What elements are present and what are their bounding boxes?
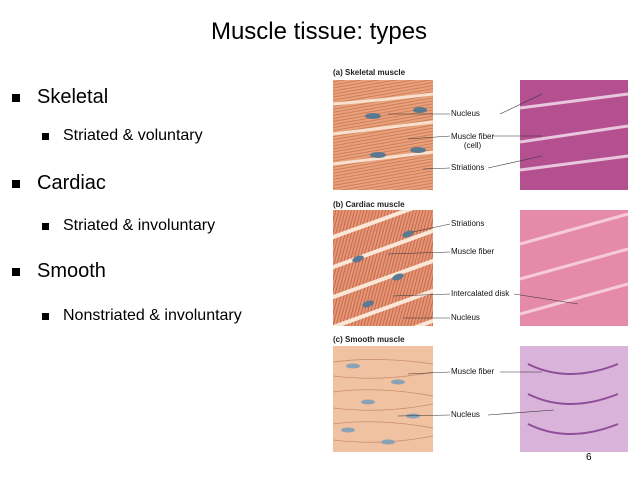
bullet-marker-icon bbox=[42, 222, 49, 230]
page-number: 6 bbox=[586, 452, 592, 463]
bullet-text: Striated & voluntary bbox=[63, 127, 203, 144]
bullet-skeletal: Skeletal bbox=[12, 86, 108, 109]
callout-muscle-fiber-c: Muscle fiber bbox=[451, 367, 495, 376]
muscle-types-figure: (a) Skeletal muscle (b) Cardiac muscle (… bbox=[328, 64, 630, 456]
bullet-text: Skeletal bbox=[37, 86, 109, 108]
slide-title: Muscle tissue: types bbox=[210, 18, 428, 45]
bullet-marker-icon bbox=[12, 179, 20, 188]
panel-label-skeletal: (a) Skeletal muscle bbox=[333, 68, 406, 77]
skeletal-drawing bbox=[333, 80, 433, 190]
callout-intercalated-disk: Intercalated disk bbox=[451, 289, 510, 298]
panel-label-smooth: (c) Smooth muscle bbox=[333, 335, 405, 344]
bullet-marker-icon bbox=[12, 93, 20, 102]
bullet-marker-icon bbox=[12, 267, 20, 276]
callout-nucleus-a: Nucleus bbox=[451, 109, 480, 118]
bullet-cardiac: Cardiac bbox=[12, 172, 106, 195]
bullet-text: Cardiac bbox=[37, 172, 106, 194]
callout-nucleus-c: Nucleus bbox=[451, 410, 480, 419]
bullet-marker-icon bbox=[42, 132, 49, 140]
smooth-drawing bbox=[333, 346, 433, 452]
smooth-micrograph bbox=[520, 346, 628, 452]
callout-nucleus-b: Nucleus bbox=[451, 313, 480, 322]
sub-bullet-smooth: Nonstriated & involuntary bbox=[42, 307, 242, 325]
bullet-text: Smooth bbox=[37, 260, 106, 282]
bullet-text: Nonstriated & involuntary bbox=[63, 307, 242, 324]
cardiac-drawing bbox=[333, 210, 433, 326]
callout-muscle-fiber-b: Muscle fiber bbox=[451, 247, 495, 256]
bullet-marker-icon bbox=[42, 312, 49, 320]
sub-bullet-skeletal: Striated & voluntary bbox=[42, 127, 203, 145]
sub-bullet-cardiac: Striated & involuntary bbox=[42, 217, 215, 235]
bullet-smooth: Smooth bbox=[12, 260, 106, 283]
muscle-illustration bbox=[333, 80, 629, 452]
panel-label-cardiac: (b) Cardiac muscle bbox=[333, 200, 405, 209]
callout-striations-b: Striations bbox=[451, 219, 485, 228]
callout-muscle-fiber-a: Muscle fiber (cell) bbox=[451, 132, 495, 150]
callout-striations-a: Striations bbox=[451, 163, 485, 172]
bullet-text: Striated & involuntary bbox=[63, 217, 216, 234]
